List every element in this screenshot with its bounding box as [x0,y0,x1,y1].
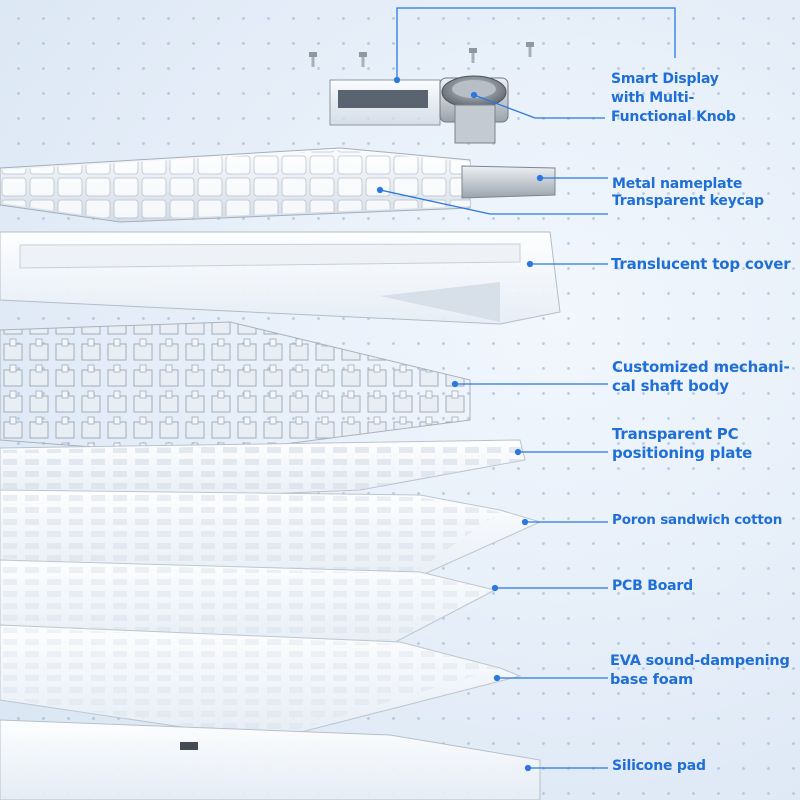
silicone-pad [0,719,541,800]
screws [309,42,534,67]
transparent-keycaps [0,147,471,223]
label-silicone: Silicone pad [612,758,706,774]
label-pc-plate-line1: Transparent PC [612,425,739,443]
label-eva-line1: EVA sound-dampening [610,653,790,669]
label-pcb: PCB Board [612,578,693,594]
label-pc-plate-line2: positioning plate [612,444,753,462]
label-smart-display-line2: with Multi- [611,90,695,106]
label-shaft-body: Customized mechani- cal shaft body [612,358,790,396]
pcb-board [0,559,497,651]
label-eva-line2: base foam [610,672,694,688]
label-top-cover: Translucent top cover [611,255,791,273]
leader-lines [376,7,676,772]
smart-display-module [329,75,509,144]
mechanical-switches [0,321,471,456]
label-poron: Poron sandwich cotton [612,512,783,528]
translucent-top-cover [0,231,561,325]
eva-base-foam [0,624,522,741]
label-eva: EVA sound-dampening base foam [610,652,790,690]
pc-positioning-plate [0,439,526,506]
label-pc-plate: Transparent PC positioning plate [612,425,752,463]
label-metal-nameplate: Metal nameplate [612,176,743,192]
poron-sandwich-cotton [0,489,542,586]
metal-nameplate [461,165,556,199]
label-shaft-body-line2: cal shaft body [612,377,729,395]
label-shaft-body-line1: Customized mechani- [612,358,790,376]
label-transparent-keycap: Transparent keycap [612,193,764,209]
label-smart-display-line3: Functional Knob [611,109,736,125]
label-smart-display: Smart Display with Multi- Functional Kno… [611,70,736,127]
label-smart-display-line1: Smart Display [611,71,719,87]
